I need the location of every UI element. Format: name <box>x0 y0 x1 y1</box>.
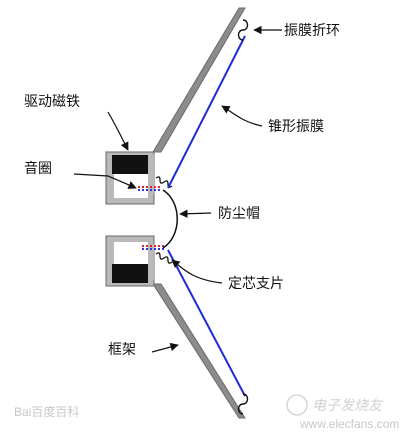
surround-top <box>237 19 249 41</box>
frame-lower-arm <box>152 283 246 419</box>
magnet-assembly-top <box>105 151 155 205</box>
label-frame: 框架 <box>108 342 136 358</box>
leader-voice-coil <box>73 173 137 189</box>
magnet-assembly-bottom <box>105 235 155 287</box>
magnet-top <box>112 155 148 174</box>
label-magnet: 驱动磁铁 <box>24 94 80 110</box>
magnet-bottom <box>112 264 148 283</box>
label-cone: 锥形振膜 <box>268 119 324 135</box>
label-spider: 定芯支片 <box>228 276 284 292</box>
leader-dust-cap <box>179 209 212 218</box>
spider-bottom <box>155 252 173 264</box>
watermark-right-url: www.elecfans.com <box>299 417 399 431</box>
leader-frame <box>151 342 179 353</box>
frame-upper-arm <box>152 7 246 153</box>
leader-cone <box>221 105 263 127</box>
label-dust-cap: 防尘帽 <box>218 206 260 222</box>
cone-upper <box>167 35 246 189</box>
voice-coil <box>138 186 164 250</box>
watermark-right-name: 电子发烧友 <box>312 398 384 414</box>
label-surround: 振膜折环 <box>284 23 340 39</box>
watermark-right: 电子发烧友 www.elecfans.com <box>286 394 399 431</box>
dust-cap <box>162 189 178 249</box>
surround-bottom <box>237 393 249 415</box>
label-voice-coil: 音圈 <box>24 160 52 177</box>
watermark-left: Bai百度百科 <box>14 404 79 419</box>
leader-magnet <box>107 111 129 151</box>
leader-spider <box>171 259 223 284</box>
cone-lower <box>167 249 246 397</box>
